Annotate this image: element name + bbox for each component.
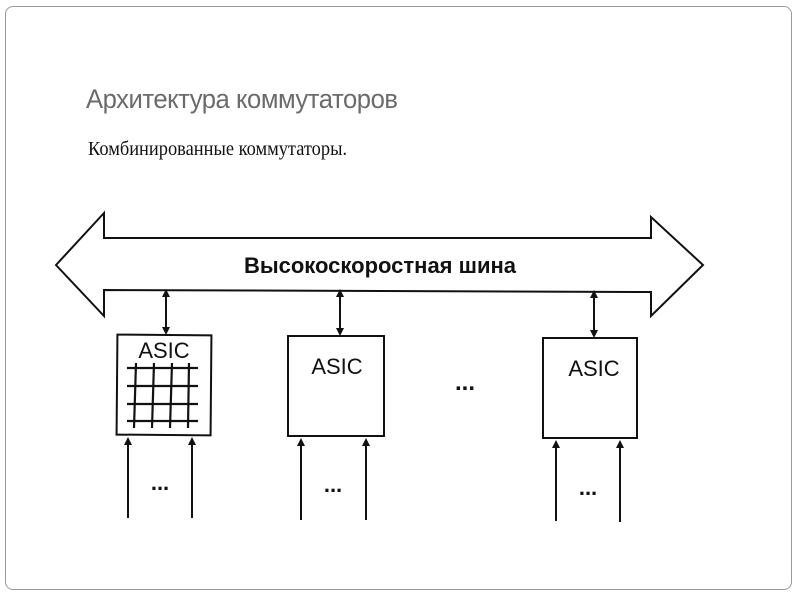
slide-title: Архитектура коммутаторов: [86, 84, 398, 114]
asic-label-3: ASIC: [568, 356, 619, 381]
asic-label-2: ASIC: [311, 354, 362, 379]
bus-label: Высокоскоростная шина: [244, 253, 517, 278]
asic-box-3: [542, 337, 638, 439]
asic-module-2: ASIC ...: [287, 289, 385, 520]
asic-module-3: ASIC ...: [542, 290, 638, 522]
crossbar-grid: [127, 362, 198, 429]
inputs-ellipsis-1: ...: [151, 470, 169, 495]
asic-box-2: [287, 335, 385, 437]
slide-subtitle: Комбинированные коммутаторы.: [88, 138, 348, 160]
asic-label-1: ASIC: [138, 338, 189, 363]
asic-module-1: ASIC ...: [115, 289, 213, 518]
modules-ellipsis: ...: [455, 369, 475, 396]
inputs-ellipsis-2: ...: [324, 472, 342, 497]
high-speed-bus-arrow: [54, 210, 705, 319]
inputs-ellipsis-3: ...: [579, 475, 597, 500]
